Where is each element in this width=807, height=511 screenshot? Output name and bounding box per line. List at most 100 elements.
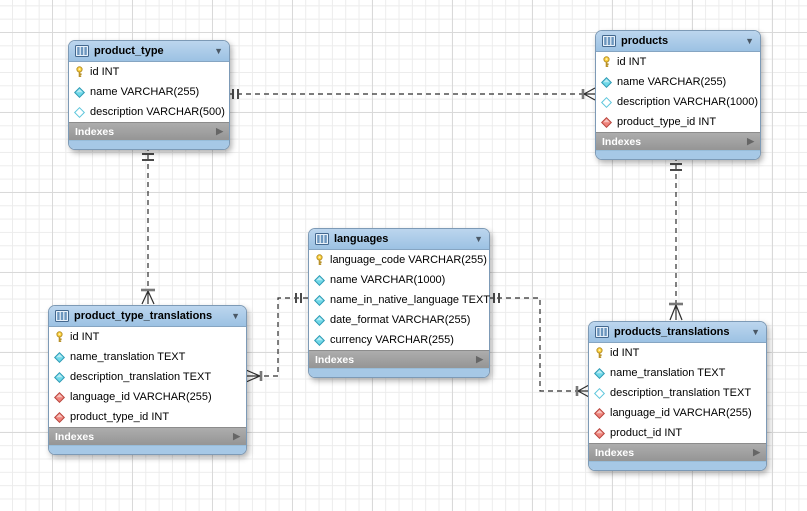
table-icon <box>55 310 69 322</box>
indexes-row-product_type[interactable]: Indexes▶ <box>69 122 229 140</box>
column-row-product_type-2[interactable]: description VARCHAR(500) <box>69 102 229 122</box>
collapse-arrow-icon[interactable]: ▼ <box>474 233 483 244</box>
collapse-arrow-icon[interactable]: ▼ <box>751 326 760 337</box>
expand-arrow-icon[interactable]: ▶ <box>476 354 483 364</box>
table-footer-strip <box>69 140 229 149</box>
expand-arrow-icon[interactable]: ▶ <box>216 126 223 136</box>
relationship-languages-products_translations[interactable] <box>488 293 590 398</box>
relationship-products-products_translations[interactable] <box>669 156 683 321</box>
table-title: languages <box>334 233 389 245</box>
column-row-languages-1[interactable]: name VARCHAR(1000) <box>309 270 489 290</box>
column-row-products_translations-1[interactable]: name_translation TEXT <box>589 363 766 383</box>
collapse-arrow-icon[interactable]: ▼ <box>745 35 754 46</box>
column-row-products_translations-0[interactable]: id INT <box>589 343 766 363</box>
attribute-outline-diamond-icon <box>74 106 85 118</box>
attribute-outline-diamond-icon <box>601 96 612 108</box>
primary-key-icon <box>316 254 323 265</box>
column-row-products-0[interactable]: id INT <box>596 52 760 72</box>
collapse-arrow-icon[interactable]: ▼ <box>231 310 240 321</box>
foreign-key-diamond-icon <box>594 407 605 419</box>
primary-key-icon <box>56 331 63 342</box>
primary-key-icon <box>603 56 610 67</box>
column-label: name_translation TEXT <box>70 351 186 363</box>
column-row-products_translations-3[interactable]: language_id VARCHAR(255) <box>589 403 766 423</box>
relationship-product_type-product_type_translations[interactable] <box>141 146 155 305</box>
column-label: currency VARCHAR(255) <box>330 334 454 346</box>
foreign-key-diamond-icon <box>54 411 65 423</box>
table-product_type_translations[interactable]: product_type_translations ▼ id INT name_tra… <box>48 305 247 455</box>
column-label: language_id VARCHAR(255) <box>610 407 752 419</box>
attribute-filled-diamond-icon <box>314 334 325 346</box>
column-label: description_translation TEXT <box>610 387 752 399</box>
column-row-products-2[interactable]: description VARCHAR(1000) <box>596 92 760 112</box>
expand-arrow-icon[interactable]: ▶ <box>233 431 240 441</box>
table-products[interactable]: products▼id INT name VARCHAR(255) descript… <box>595 30 761 160</box>
indexes-label: Indexes <box>55 430 95 443</box>
table-footer-strip <box>589 461 766 470</box>
column-label: date_format VARCHAR(255) <box>330 314 471 326</box>
column-row-products_translations-4[interactable]: product_id INT <box>589 423 766 443</box>
table-footer-strip <box>309 368 489 377</box>
column-label: name_in_native_language TEXT <box>330 294 491 306</box>
relationship-languages-product_type_translations[interactable] <box>245 293 308 383</box>
table-header-products_translations[interactable]: products_translations▼ <box>589 322 766 343</box>
column-row-products_translations-2[interactable]: description_translation TEXT <box>589 383 766 403</box>
column-row-languages-2[interactable]: name_in_native_language TEXT <box>309 290 491 310</box>
expand-arrow-icon[interactable]: ▶ <box>747 136 754 146</box>
column-label: product_id INT <box>610 427 683 439</box>
attribute-outline-diamond-icon <box>594 387 605 399</box>
column-row-product_type_translations-3[interactable]: language_id VARCHAR(255) <box>49 387 246 407</box>
column-row-languages-4[interactable]: currency VARCHAR(255) <box>309 330 489 350</box>
relationship-product_type-products[interactable] <box>228 87 596 101</box>
attribute-filled-diamond-icon <box>74 86 85 98</box>
column-row-product_type_translations-0[interactable]: id INT <box>49 327 246 347</box>
indexes-row-products[interactable]: Indexes ▶ <box>596 132 760 150</box>
column-label: id INT <box>90 66 120 78</box>
column-label: id INT <box>610 347 640 359</box>
attribute-filled-diamond-icon <box>54 371 65 383</box>
expand-arrow-icon[interactable]: ▶ <box>753 447 760 457</box>
table-footer-strip <box>49 445 246 454</box>
table-header-product_type[interactable]: product_type▼ <box>69 41 229 62</box>
column-label: product_type_id INT <box>70 411 170 423</box>
collapse-arrow-icon[interactable]: ▼ <box>214 45 223 56</box>
column-row-product_type_translations-4[interactable]: product_type_id INT <box>49 407 246 427</box>
indexes-row-languages[interactable]: Indexes ▶ <box>309 350 489 368</box>
attribute-filled-diamond-icon <box>314 314 325 326</box>
table-title: product_type_translations <box>74 310 213 322</box>
attribute-filled-diamond-icon <box>601 76 612 88</box>
column-label: name VARCHAR(255) <box>617 76 727 88</box>
indexes-row-products_translations[interactable]: Indexes▶ <box>589 443 766 461</box>
indexes-label: Indexes <box>315 353 355 366</box>
foreign-key-diamond-icon <box>54 391 65 403</box>
column-row-product_type_translations-1[interactable]: name_translation TEXT <box>49 347 246 367</box>
table-icon <box>595 326 609 338</box>
table-footer-strip <box>596 150 760 159</box>
column-row-products-3[interactable]: product_type_id INT <box>596 112 760 132</box>
column-label: description VARCHAR(500) <box>90 106 225 118</box>
table-icon <box>602 35 616 47</box>
column-row-languages-0[interactable]: language_code VARCHAR(255) <box>309 250 489 270</box>
column-label: name VARCHAR(255) <box>90 86 200 98</box>
foreign-key-diamond-icon <box>594 427 605 439</box>
indexes-row-product_type_translations[interactable]: Indexes ▶ <box>49 427 246 445</box>
column-label: name_translation TEXT <box>610 367 726 379</box>
column-row-product_type-1[interactable]: name VARCHAR(255) <box>69 82 229 102</box>
column-row-languages-3[interactable]: date_format VARCHAR(255) <box>309 310 489 330</box>
table-header-product_type_translations[interactable]: product_type_translations ▼ <box>49 306 246 327</box>
column-row-product_type_translations-2[interactable]: description_translation TEXT <box>49 367 246 387</box>
table-header-products[interactable]: products▼ <box>596 31 760 52</box>
table-products_translations[interactable]: products_translations▼id INT name_transla… <box>588 321 767 471</box>
table-header-languages[interactable]: languages ▼ <box>309 229 489 250</box>
indexes-label: Indexes <box>602 135 642 148</box>
table-icon <box>315 233 329 245</box>
column-row-product_type-0[interactable]: id INT <box>69 62 229 82</box>
table-product_type[interactable]: product_type▼id INT name VARCHAR(255) desc… <box>68 40 230 150</box>
primary-key-icon <box>76 66 83 77</box>
foreign-key-diamond-icon <box>601 116 612 128</box>
attribute-filled-diamond-icon <box>314 294 325 306</box>
column-row-products-1[interactable]: name VARCHAR(255) <box>596 72 760 92</box>
table-icon <box>75 45 89 57</box>
table-languages[interactable]: languages▼language_code VARCHAR(255)name… <box>308 228 490 378</box>
